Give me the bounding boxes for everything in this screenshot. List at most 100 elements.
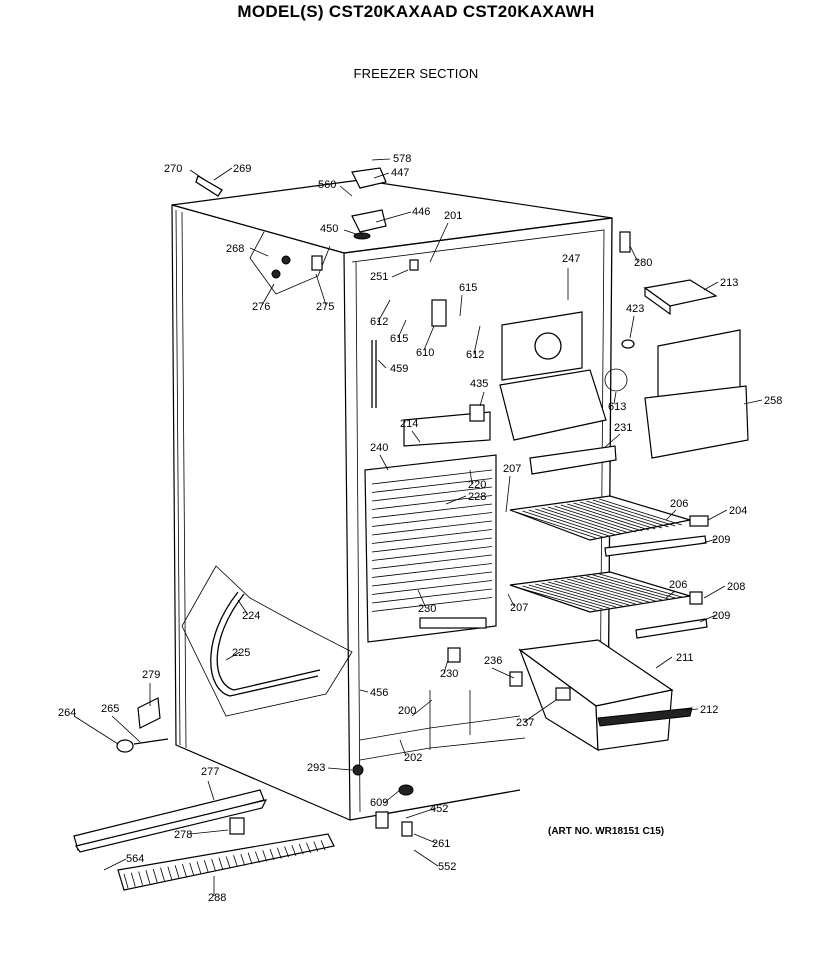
leader-line-44 bbox=[655, 656, 673, 669]
leader-line-47 bbox=[111, 715, 141, 743]
leader-line-54 bbox=[383, 789, 401, 804]
callout-c615a: 615 bbox=[459, 282, 477, 294]
callout-c459: 459 bbox=[390, 363, 408, 375]
shelf1-wire-6 bbox=[554, 505, 636, 533]
callout-c228: 228 bbox=[468, 491, 486, 503]
evap-coil-0 bbox=[371, 469, 493, 485]
wire-shelf-upper bbox=[509, 495, 707, 557]
defrost-heater bbox=[181, 565, 353, 717]
leader-line-36 bbox=[665, 590, 676, 599]
callout-c264: 264 bbox=[58, 707, 76, 719]
callout-c213: 213 bbox=[720, 277, 738, 289]
leader-line-55 bbox=[405, 807, 437, 819]
callout-c278: 278 bbox=[174, 829, 192, 841]
callout-c612b: 612 bbox=[466, 349, 484, 361]
ice-maker bbox=[644, 329, 749, 459]
grille-slat-1 bbox=[130, 872, 136, 887]
leader-line-33 bbox=[699, 538, 717, 545]
shelf1-wire-0 bbox=[515, 511, 597, 539]
callout-c251: 251 bbox=[370, 271, 388, 283]
small-parts bbox=[116, 231, 709, 837]
evap-coil-15 bbox=[371, 597, 493, 612]
callout-c269: 269 bbox=[233, 163, 251, 175]
leader-line-32 bbox=[707, 509, 728, 521]
leader-line-35 bbox=[417, 589, 427, 609]
ice-tray bbox=[643, 279, 718, 316]
leader-line-30 bbox=[445, 495, 467, 505]
callout-c237: 237 bbox=[516, 717, 534, 729]
leader-line-50 bbox=[685, 708, 699, 711]
leader-line-15 bbox=[377, 299, 391, 323]
grille-slat-11 bbox=[203, 860, 209, 873]
callout-c293: 293 bbox=[307, 762, 325, 774]
callout-c446: 446 bbox=[412, 206, 430, 218]
leader-lines bbox=[73, 158, 763, 896]
callout-c209a: 209 bbox=[712, 534, 730, 546]
grille-slat-13 bbox=[218, 857, 224, 870]
callout-c207a: 207 bbox=[503, 463, 521, 475]
leader-line-29 bbox=[505, 475, 511, 513]
callout-c214: 214 bbox=[400, 418, 418, 430]
grille-slat-27 bbox=[320, 840, 326, 851]
leader-line-3 bbox=[373, 172, 390, 179]
callout-c201: 201 bbox=[444, 210, 462, 222]
callout-c240: 240 bbox=[370, 442, 388, 454]
callout-c275: 275 bbox=[316, 301, 334, 313]
leader-line-27 bbox=[379, 454, 389, 471]
shelf2-wire-6 bbox=[554, 580, 636, 605]
evap-coil-3 bbox=[371, 495, 493, 510]
rail bbox=[73, 789, 268, 853]
callout-c280: 280 bbox=[634, 257, 652, 269]
shelf1-wire-3 bbox=[535, 508, 616, 536]
grille-slat-3 bbox=[145, 870, 151, 884]
grille-slat-0 bbox=[123, 873, 129, 889]
grille-slat-7 bbox=[174, 865, 180, 879]
callout-c208: 208 bbox=[727, 581, 745, 593]
callout-c247: 247 bbox=[562, 253, 580, 265]
leader-line-17 bbox=[397, 319, 407, 339]
callout-c200: 200 bbox=[398, 705, 416, 717]
leader-line-19 bbox=[473, 325, 481, 355]
grille-slat-24 bbox=[298, 843, 304, 855]
leader-line-8 bbox=[249, 247, 269, 257]
callout-c613: 613 bbox=[608, 401, 626, 413]
shelf2-wire-3 bbox=[535, 583, 616, 608]
leader-line-18 bbox=[423, 325, 435, 351]
ice-bin bbox=[518, 639, 693, 752]
grille-slat-4 bbox=[152, 868, 158, 883]
evap-coil-12 bbox=[371, 571, 493, 587]
leader-line-21 bbox=[377, 359, 387, 369]
shelf1-wire-2 bbox=[528, 509, 610, 537]
callout-c224: 224 bbox=[242, 610, 260, 622]
callout-c277: 277 bbox=[201, 766, 219, 778]
callout-c202: 202 bbox=[404, 752, 422, 764]
callout-c230b: 230 bbox=[440, 668, 458, 680]
callout-c288: 288 bbox=[208, 892, 226, 904]
callout-c204: 204 bbox=[729, 505, 747, 517]
grille-slat-2 bbox=[138, 871, 143, 886]
grille-slat-19 bbox=[262, 850, 268, 862]
leader-line-0 bbox=[189, 169, 206, 181]
evap-coil-1 bbox=[371, 478, 493, 493]
shelf1-wire-5 bbox=[547, 506, 630, 534]
evap-coil-7 bbox=[371, 529, 493, 544]
callout-c452: 452 bbox=[430, 803, 448, 815]
callout-c206b: 206 bbox=[669, 579, 687, 591]
callout-c456: 456 bbox=[370, 687, 388, 699]
leader-line-9 bbox=[261, 283, 275, 306]
callout-c265: 265 bbox=[101, 703, 119, 715]
leader-line-39 bbox=[699, 614, 717, 623]
grille-slat-15 bbox=[233, 855, 238, 868]
shelf2-wire-4 bbox=[541, 582, 623, 607]
callout-c435: 435 bbox=[470, 378, 488, 390]
leader-line-59 bbox=[413, 849, 439, 867]
leader-line-23 bbox=[613, 391, 617, 405]
callout-c230a: 230 bbox=[418, 603, 436, 615]
leader-line-42 bbox=[443, 659, 449, 674]
callout-c258: 258 bbox=[764, 395, 782, 407]
callout-c276: 276 bbox=[252, 301, 270, 313]
leader-line-46 bbox=[73, 715, 119, 745]
callout-c211: 211 bbox=[676, 652, 694, 664]
art-number: (ART NO. WR18151 C15) bbox=[548, 826, 665, 837]
evap-coil-4 bbox=[371, 503, 493, 519]
